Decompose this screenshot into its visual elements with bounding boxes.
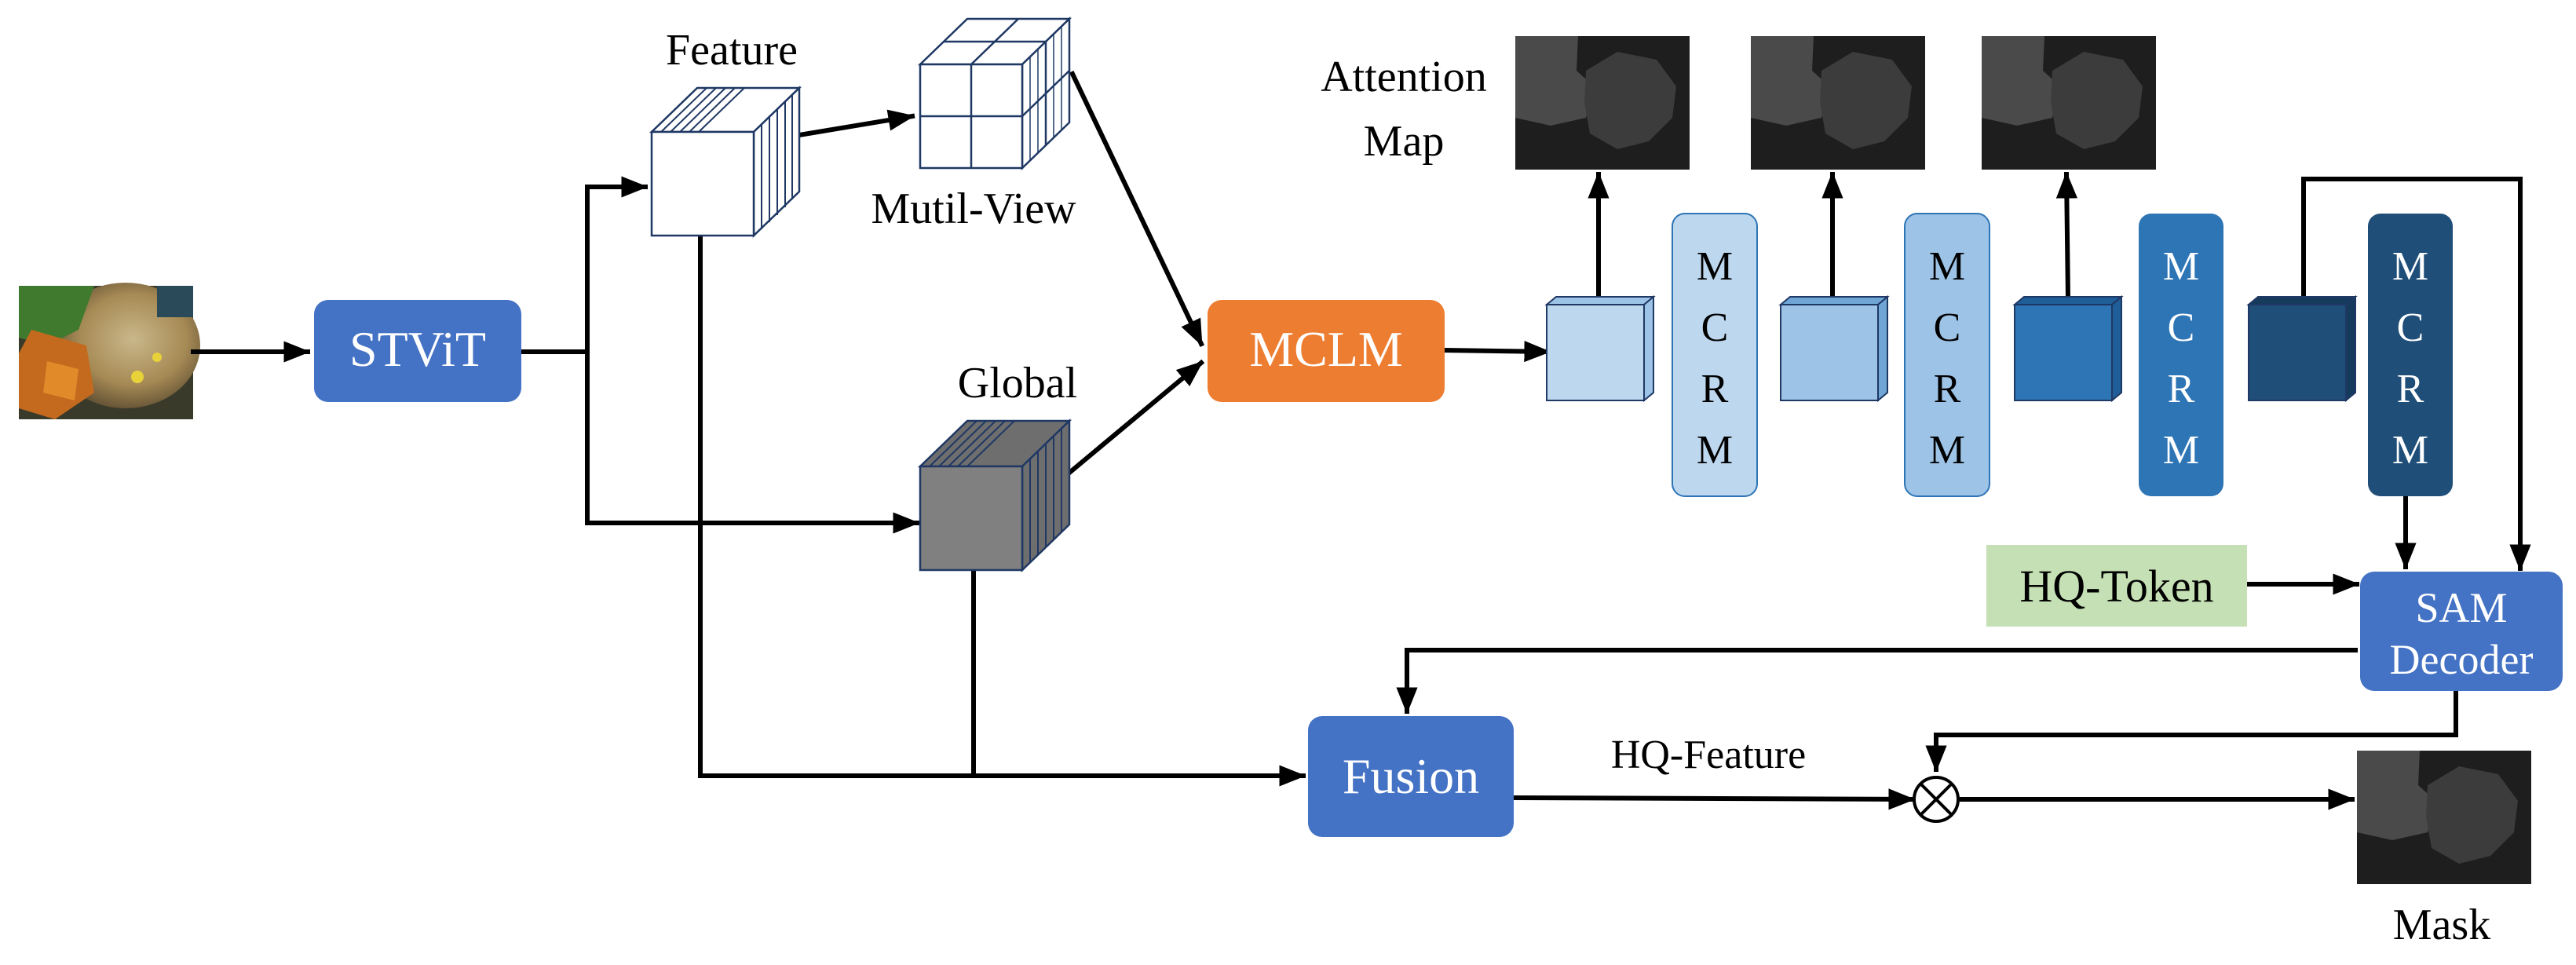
hq-token-block: HQ-Token: [1986, 545, 2247, 627]
mcrm-block-2: M C R M: [1904, 213, 1990, 497]
svg-text:SAM: SAM: [2415, 584, 2507, 631]
input-image: [19, 283, 200, 419]
global-label: Global: [958, 359, 1077, 408]
stage-cube-1: [1544, 294, 1656, 403]
mclm-label: MCLM: [1249, 321, 1403, 377]
sam-decoder-block: SAM Decoder: [2360, 572, 2563, 691]
attention-map-2: [1751, 36, 1925, 170]
svg-text:M: M: [2392, 428, 2428, 473]
connectors: [191, 71, 2531, 810]
svg-text:Attention: Attention: [1321, 53, 1487, 101]
svg-text:R: R: [1934, 367, 1961, 411]
svg-text:R: R: [2397, 367, 2424, 411]
fusion-label: Fusion: [1343, 748, 1479, 804]
mask-label: Mask: [2393, 901, 2490, 949]
hq-feature-label: HQ-Feature: [1611, 733, 1806, 777]
multi-view-cube: Mutil-View: [871, 16, 1076, 233]
svg-text:M: M: [1929, 428, 1965, 473]
stvit-label: STViT: [349, 321, 486, 377]
svg-text:Decoder: Decoder: [2390, 636, 2534, 683]
multi-view-label: Mutil-View: [871, 185, 1076, 233]
stage-cube-4: [2246, 294, 2358, 403]
mclm-block: MCLM: [1208, 300, 1445, 402]
attention-map-label: Attention Map: [1321, 53, 1487, 166]
fusion-block: Fusion: [1308, 716, 1514, 837]
svg-text:M: M: [1929, 244, 1965, 289]
global-cube: Global: [917, 359, 1077, 572]
svg-text:M: M: [1697, 244, 1733, 289]
feature-label: Feature: [666, 26, 798, 75]
mcrm-block-1: M C R M: [1672, 213, 1758, 497]
svg-text:C: C: [1934, 305, 1961, 350]
stvit-block: STViT: [314, 300, 521, 402]
hq-token-label: HQ-Token: [2019, 561, 2213, 612]
svg-text:R: R: [1701, 367, 1729, 411]
svg-text:C: C: [2168, 305, 2195, 350]
mcrm-block-3: M C R M: [2139, 214, 2223, 496]
stage-cube-2: [1778, 294, 1890, 403]
svg-text:M: M: [2163, 428, 2199, 473]
stage-cube-3: [2012, 294, 2124, 403]
multiply-operator: [1913, 776, 1960, 823]
svg-text:R: R: [2168, 367, 2195, 411]
mask-image: [2357, 751, 2531, 884]
feature-cube: Feature: [649, 26, 802, 238]
attention-map-1: [1515, 36, 1690, 170]
svg-text:C: C: [1701, 305, 1729, 350]
svg-text:Map: Map: [1364, 117, 1445, 166]
svg-text:C: C: [2397, 305, 2424, 350]
svg-text:M: M: [2392, 244, 2428, 289]
attention-map-3: [1982, 36, 2156, 170]
mcrm-block-4: M C R M: [2368, 214, 2453, 496]
svg-text:M: M: [2163, 244, 2199, 289]
svg-text:M: M: [1697, 428, 1733, 473]
